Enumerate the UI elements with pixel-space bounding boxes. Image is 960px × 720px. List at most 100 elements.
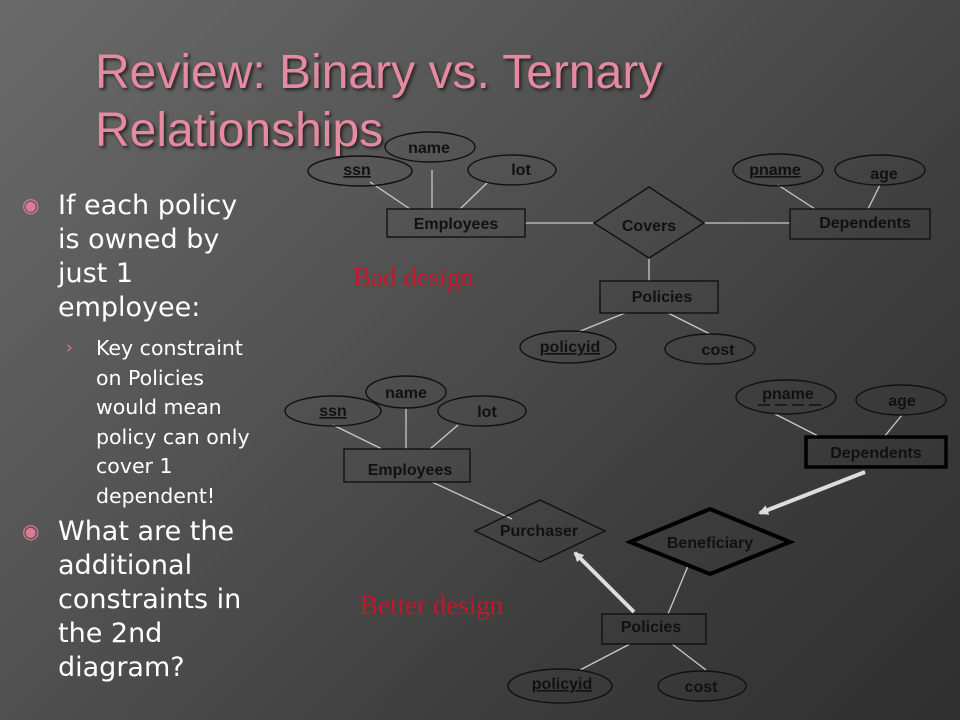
bullet-1-line: is owned by [58, 224, 220, 255]
attribute-ellipse [284, 395, 382, 427]
attribute-label: lot [477, 404, 497, 421]
attribute-label: cost [702, 342, 736, 359]
attribute-label: cost [685, 679, 719, 696]
attribute-ellipse [384, 131, 476, 163]
diagram-bad-design: Employees ssn name lot Covers Dependents [307, 131, 931, 365]
attribute-ssn: ssn [284, 395, 382, 427]
attribute-ellipse [519, 330, 617, 364]
connector-line [671, 643, 707, 671]
relationship-label: Covers [622, 218, 676, 235]
connector-line [429, 424, 459, 450]
entity-label: Policies [621, 619, 682, 636]
bullet-1-line: just 1 [58, 258, 134, 289]
sub-bullet-line: policy can only [96, 424, 250, 449]
attribute-label: pname [762, 386, 814, 403]
bullet-2-line: diagram? [58, 652, 185, 683]
attribute-ellipse [467, 154, 557, 186]
bullet-2-line: constraints in [58, 584, 242, 615]
sub-bullet: Key constraint on Policies would mean po… [96, 334, 250, 511]
dependents-to-beneficiary-arrow [758, 470, 866, 515]
attribute-cost: cost [657, 670, 747, 702]
connector-line [579, 643, 631, 671]
attribute-label: ssn [343, 162, 371, 179]
attribute-label: age [888, 393, 916, 410]
attribute-ellipse [735, 379, 837, 415]
sub-bullet-marker-icon: › [66, 338, 73, 358]
attribute-age: age [855, 384, 947, 416]
attribute-policyid: policyid [519, 330, 617, 364]
relationship-label: Beneficiary [667, 535, 753, 552]
entity-policies: Policies [599, 280, 719, 314]
attribute-label: policyid [540, 339, 600, 356]
attribute-ellipse [307, 155, 413, 187]
attribute-ellipse [732, 153, 824, 187]
relationship-diamond [592, 186, 706, 259]
connector-line [332, 424, 383, 450]
attribute-name: name [384, 131, 476, 163]
attribute-pname: pname [735, 379, 837, 415]
entity-box [601, 613, 707, 645]
attribute-ellipse [855, 384, 947, 416]
entity-label: Policies [632, 289, 693, 306]
entity-box [789, 208, 931, 240]
connector-line [667, 565, 689, 615]
connector-line [667, 312, 711, 335]
attribute-label: age [870, 166, 898, 183]
connector-line [431, 481, 513, 520]
attribute-lot: lot [437, 395, 527, 427]
sub-bullet-line: on Policies [96, 365, 204, 390]
relationship-diamond [473, 499, 607, 563]
attribute-label: name [408, 140, 450, 157]
sub-bullet-line: dependent! [96, 483, 216, 508]
entity-label: Dependents [819, 215, 911, 232]
entity-dependents: Dependents [789, 208, 931, 240]
connector-line [777, 184, 816, 210]
entity-box-bold [804, 435, 948, 469]
better-design-label: Better design [360, 590, 504, 620]
attribute-label: lot [511, 162, 531, 179]
entity-box [343, 448, 471, 483]
sub-bullet-line: Key constraint [96, 336, 243, 360]
entity-label: Employees [414, 216, 499, 233]
policies-to-purchaser-arrow [573, 551, 636, 614]
bullet-1: If each policy is owned by just 1 employ… [58, 189, 237, 325]
attribute-ellipse [657, 670, 747, 702]
bullet-marker-icon: ◉ [22, 519, 40, 543]
entity-label: Dependents [830, 445, 922, 462]
connector-line [883, 414, 903, 438]
entity-employees: Employees [386, 208, 526, 238]
connector-line [867, 184, 881, 210]
slide-title: Review: Binary vs. Ternary Relationships [95, 44, 795, 160]
attribute-label: pname [749, 162, 801, 179]
entity-dependents: Dependents [804, 435, 948, 469]
bullet-1-line: employee: [58, 292, 201, 323]
attribute-ssn: ssn [307, 155, 413, 187]
bullet-1-line: If each policy [58, 190, 238, 221]
attribute-cost: cost [664, 333, 756, 365]
attribute-ellipse [834, 154, 926, 186]
attribute-ellipse [365, 375, 447, 409]
bullet-2-line: What are the [58, 516, 235, 547]
relationship-diamond-bold [624, 506, 796, 577]
attribute-policyid: policyid [507, 668, 613, 704]
bad-design-label: Bad design [353, 262, 474, 292]
attribute-ellipse [664, 333, 756, 365]
relationship-beneficiary: Beneficiary [624, 506, 796, 577]
connector-line [774, 413, 821, 438]
attribute-name: name [365, 375, 447, 409]
sub-bullet-line: cover 1 [96, 454, 173, 478]
attribute-label: ssn [319, 403, 347, 420]
attribute-label: name [385, 385, 427, 402]
title-line-2: Relationships [95, 104, 384, 157]
attribute-lot: lot [467, 154, 557, 186]
relationship-covers: Covers [592, 186, 706, 259]
entity-box [386, 208, 526, 238]
connector-line [577, 312, 626, 333]
bullet-2-line: the 2nd [58, 618, 163, 649]
connector-line [459, 181, 489, 210]
entity-employees: Employees [343, 448, 471, 483]
diagram-better-design: Employees ssn name lot Purchaser Benefic… [284, 375, 948, 704]
title-line-1: Review: Binary vs. Ternary [95, 46, 663, 99]
relationship-label: Purchaser [500, 523, 578, 540]
